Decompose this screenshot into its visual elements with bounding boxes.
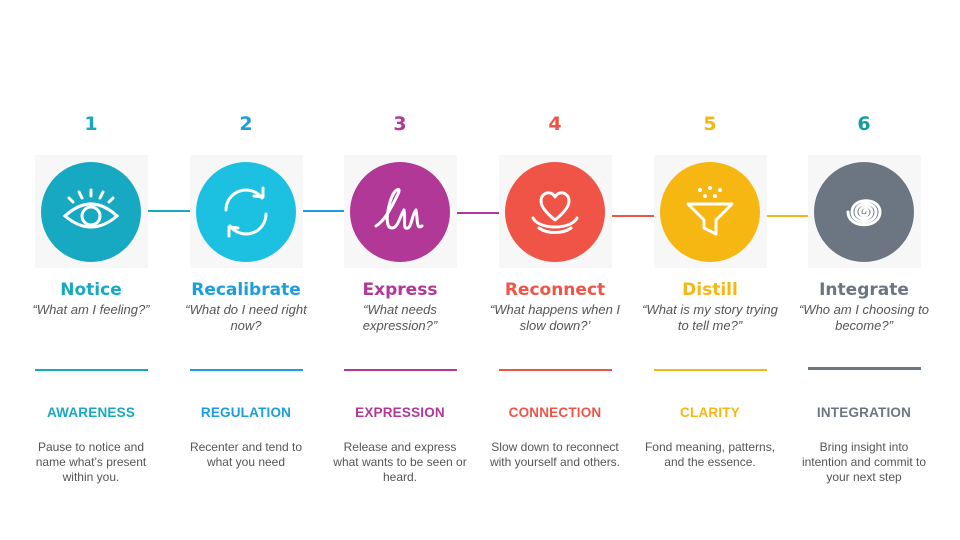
step-divider (499, 369, 612, 371)
step-description: Bring insight into intention and commit … (801, 440, 927, 484)
step-number: 1 (84, 113, 98, 135)
step-express: 3 Express “What needs expression?” EXPRE… (325, 0, 475, 540)
step-theme: AWARENESS (46, 405, 136, 420)
step-question: “What needs expression?” (362, 302, 438, 333)
step-notice: 1 Notice “What am I feeling?” AWARENESS … (16, 0, 166, 540)
step-description: Slow down to reconnect with yourself and… (489, 440, 621, 469)
step-name: Distill (682, 280, 738, 300)
step-name: Reconnect (504, 280, 606, 300)
step-divider (344, 369, 457, 371)
step-circle (41, 162, 141, 262)
funnel-icon (686, 186, 734, 236)
step-name: Notice (60, 280, 122, 300)
step-description: Recenter and tend to what you need (189, 440, 303, 469)
heart-hands-icon (531, 191, 579, 234)
step-circle (814, 162, 914, 262)
step-recalibrate: 2 Recalibrate “What do I need right now?… (171, 0, 321, 540)
step-divider (35, 369, 148, 371)
step-circle (660, 162, 760, 262)
step-distill: 5 Distill “What is my story trying to te… (635, 0, 785, 540)
step-number: 5 (703, 113, 717, 135)
step-question: “Who am I choosing to become?” (798, 302, 930, 333)
step-number: 2 (239, 113, 253, 135)
step-divider (808, 367, 921, 370)
step-description: Pause to notice and name what’s present … (35, 440, 147, 484)
step-theme: CONNECTION (508, 405, 602, 420)
step-circle (505, 162, 605, 262)
signature-scribble-icon (374, 187, 424, 230)
step-question: “What do I need right now? (185, 302, 307, 333)
step-integrate: 6 Integrate “Who am I choosing to become… (789, 0, 939, 540)
step-theme: CLARITY (680, 405, 740, 420)
step-description: Fond meaning, patterns, and the essence. (644, 440, 776, 469)
step-divider (190, 369, 303, 371)
refresh-cycle-icon (224, 186, 268, 238)
step-number: 6 (857, 113, 871, 135)
step-theme: EXPRESSION (355, 405, 445, 420)
step-theme: INTEGRATION (816, 405, 912, 420)
spiral-icon (846, 199, 882, 227)
step-theme: REGULATION (200, 405, 292, 420)
step-name: Integrate (819, 280, 909, 300)
step-reconnect: 4 Reconnect “What happens when I slow do… (480, 0, 630, 540)
step-number: 3 (393, 113, 407, 135)
step-name: Recalibrate (191, 280, 301, 300)
step-divider (654, 369, 767, 371)
step-description: Release and express what wants to be see… (333, 440, 467, 484)
step-question: “What am I feeling?” (32, 302, 150, 317)
step-question: “What happens when I slow down?’ (489, 302, 621, 333)
step-question: “What is my story trying to tell me?” (642, 302, 778, 333)
step-circle (350, 162, 450, 262)
eye-icon (62, 188, 120, 229)
step-circle (196, 162, 296, 262)
step-number: 4 (548, 113, 562, 135)
step-name: Express (362, 280, 438, 300)
